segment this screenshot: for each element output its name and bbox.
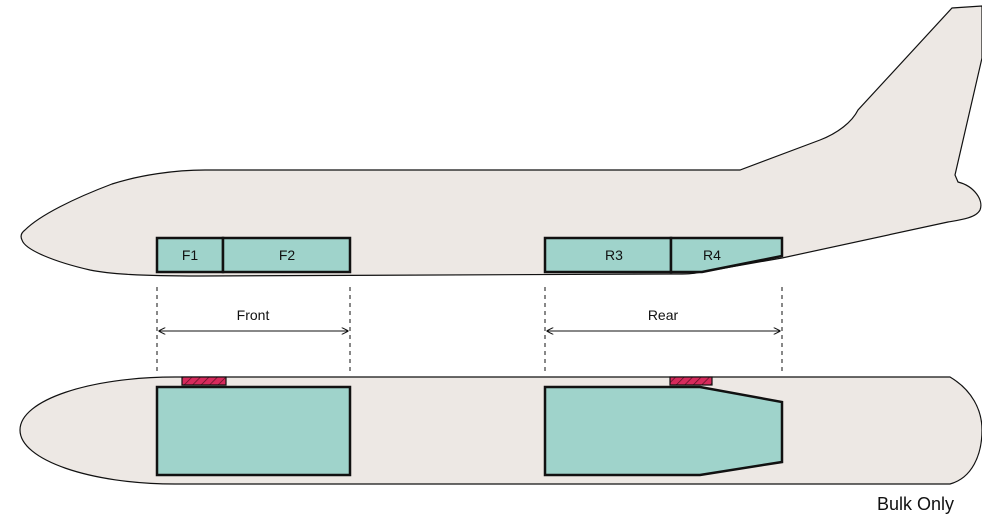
bulk-marker-rear — [669, 376, 713, 386]
side-view: F1 F2 R3 R4 — [20, 5, 982, 277]
top-view — [19, 376, 982, 485]
bay-f2 — [221, 236, 352, 274]
bay-r3 — [543, 236, 673, 274]
rear-label: Rear — [648, 307, 679, 323]
bay-f1-label: F1 — [182, 247, 199, 263]
bay-r4 — [669, 236, 784, 274]
dimension-lines: Front Rear — [156, 287, 783, 372]
bay-r3-label: R3 — [605, 247, 623, 263]
bay-f1 — [155, 236, 225, 274]
bay-r4-label: R4 — [703, 247, 721, 263]
bay-f2-label: F2 — [279, 247, 296, 263]
front-label: Front — [237, 307, 270, 323]
rear-hold — [543, 385, 784, 477]
side-fuselage — [20, 5, 982, 277]
front-hold — [155, 385, 352, 477]
bulk-only-note: Bulk Only — [877, 494, 954, 514]
bulk-marker-front — [181, 376, 227, 386]
